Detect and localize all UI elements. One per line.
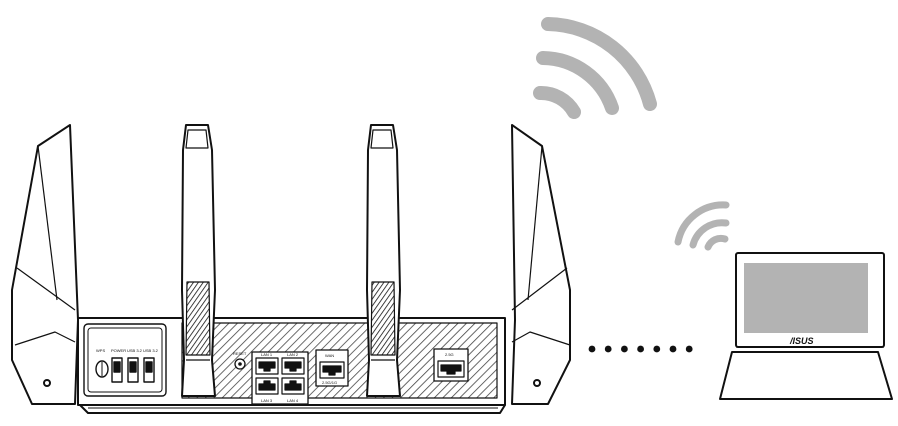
connection-dots	[588, 345, 693, 353]
router-labels: WPS POWER USB 3.2 USB 3.2 RESET LAN 1 LA…	[96, 348, 454, 403]
antenna-center-right	[366, 124, 401, 397]
game-port-icon	[437, 360, 465, 378]
laptop	[719, 252, 893, 400]
antenna-left-outer	[11, 124, 79, 405]
wps-button-icon	[95, 360, 109, 378]
connection-dot	[604, 345, 612, 353]
laptop-wave-inner	[704, 234, 729, 251]
lan-port-4-icon	[281, 377, 305, 395]
wps-label: WPS	[96, 348, 105, 353]
lan-3-label: LAN 3	[261, 398, 273, 403]
lan-2-label: LAN 2	[287, 352, 299, 357]
router-wifi-waves	[533, 17, 657, 119]
antenna-right-outer	[511, 124, 571, 405]
connection-dot	[637, 345, 644, 353]
laptop-base	[719, 351, 893, 400]
wan-label: WAN	[325, 353, 334, 358]
laptop-brand-logo: /ISUS	[789, 336, 814, 346]
laptop-screen	[744, 263, 868, 333]
lan-port-2-icon	[281, 357, 305, 375]
connection-dot	[685, 345, 693, 353]
lan-1-label: LAN 1	[261, 352, 273, 357]
router-wave-inner	[533, 86, 581, 119]
power-label: POWER	[111, 348, 126, 353]
game-port-label: 2.5G	[445, 352, 454, 357]
connection-dot	[588, 345, 596, 353]
lan-port-1-icon	[255, 357, 279, 375]
usb-port-2-icon	[143, 357, 155, 383]
router-wave-middle	[536, 51, 619, 115]
connection-dot	[653, 345, 661, 353]
router-buttons	[95, 357, 155, 383]
connection-dot	[669, 345, 677, 353]
laptop-wave-outer	[674, 201, 730, 246]
power-button-icon	[111, 357, 123, 383]
usb-1-label: USB 3.2	[127, 348, 143, 353]
reset-label: RESET	[233, 351, 247, 356]
lan-port-3-icon	[255, 377, 279, 395]
wan-speed-label: 2.5G/1G	[322, 380, 337, 385]
lan-4-label: LAN 4	[287, 398, 299, 403]
wan-port-icon	[319, 361, 345, 379]
router	[11, 124, 571, 414]
usb-2-label: USB 3.2	[143, 348, 159, 353]
laptop-wave-middle	[689, 219, 730, 249]
laptop-wifi-waves	[674, 201, 730, 251]
antenna-center-left	[181, 124, 216, 397]
router-wave-outer	[541, 17, 657, 111]
connection-dot	[621, 345, 628, 353]
lan-ports	[255, 357, 305, 395]
usb-port-1-icon	[127, 357, 139, 383]
